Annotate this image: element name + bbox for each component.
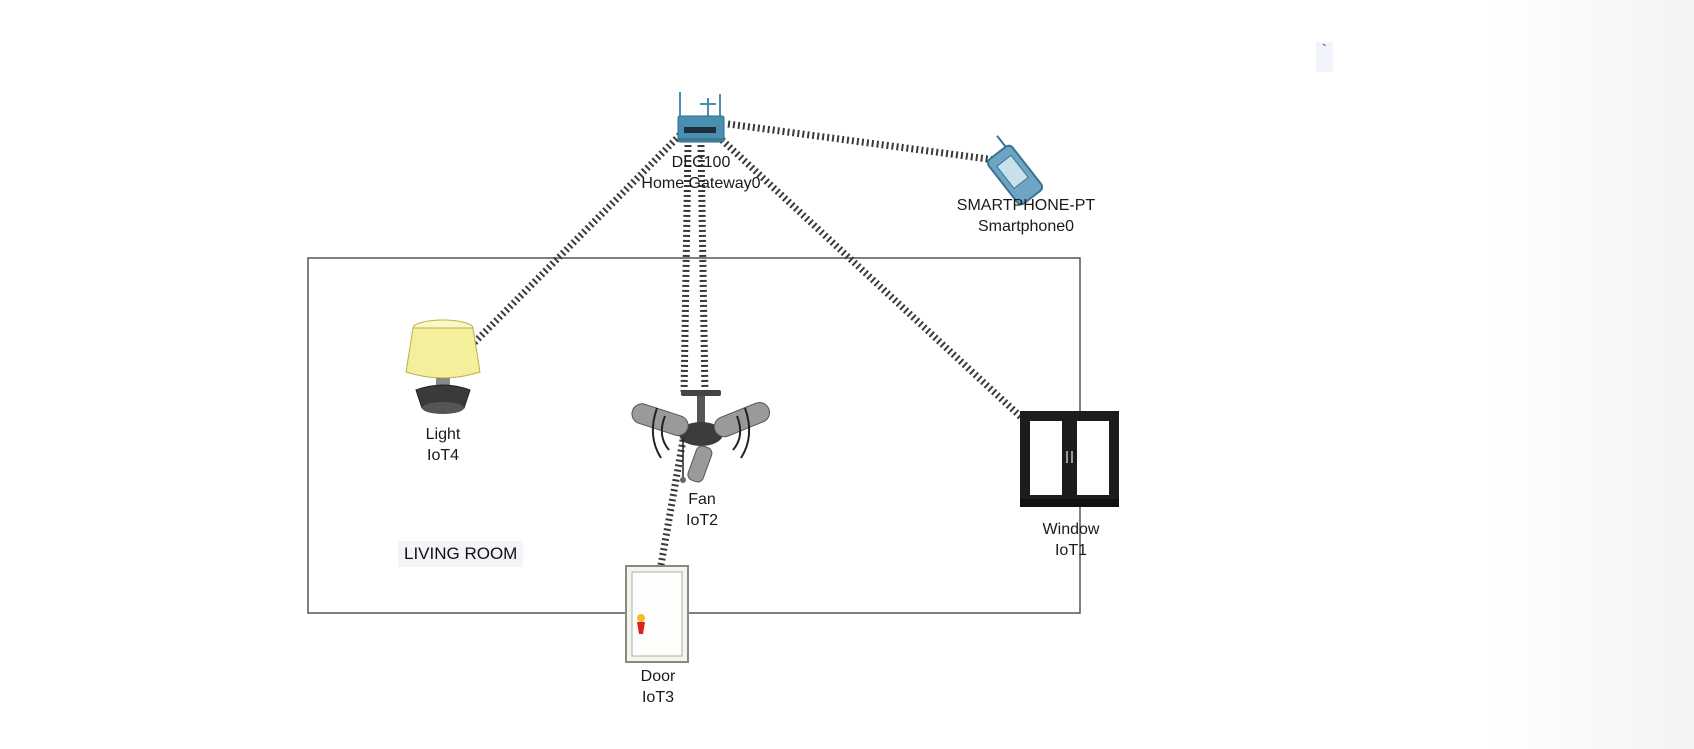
door-model-text: Door — [640, 668, 676, 685]
ceiling-fan-icon[interactable] — [629, 390, 772, 484]
smartphone-name-text: Smartphone0 — [977, 218, 1075, 235]
corner-note[interactable]: ` — [1316, 42, 1333, 72]
window-model-text: Window — [1042, 521, 1100, 538]
link-fan-door — [657, 439, 687, 566]
gateway-name-text: Home Gateway0 — [641, 175, 761, 192]
window-label: Window IoT1 — [1043, 519, 1100, 561]
window-name-text: IoT1 — [1054, 542, 1087, 559]
window-icon[interactable] — [1020, 411, 1119, 507]
door-name-text: IoT3 — [641, 689, 674, 706]
fan-model-text: Fan — [688, 491, 716, 508]
smartphone-icon[interactable] — [977, 133, 1044, 207]
smartphone-model-text: SMARTPHONE-PT — [956, 197, 1096, 214]
lamp-icon[interactable] — [405, 319, 481, 414]
gateway-label: DLC100 Home Gateway0 — [641, 152, 760, 194]
fan-name-text: IoT2 — [685, 512, 719, 529]
link-gateway-window — [719, 137, 1025, 421]
wireless-links — [469, 120, 1025, 566]
link-gateway-light — [469, 132, 683, 348]
gateway-model-text: DLC100 — [671, 154, 731, 171]
smartphone-label: SMARTPHONE-PT Smartphone0 — [957, 195, 1095, 237]
link-gateway-fan-1 — [680, 144, 692, 396]
link-gateway-smartphone — [727, 120, 1011, 166]
link-gateway-fan-2 — [697, 144, 709, 396]
fan-label: Fan IoT2 — [686, 489, 718, 531]
home-gateway-icon[interactable] — [677, 92, 725, 143]
light-model-text: Light — [425, 426, 461, 443]
door-icon[interactable] — [625, 565, 689, 663]
door-label: Door IoT3 — [641, 666, 676, 708]
room-note-label[interactable]: LIVING ROOM — [398, 541, 524, 567]
light-label: Light IoT4 — [426, 424, 461, 466]
light-name-text: IoT4 — [426, 447, 460, 464]
